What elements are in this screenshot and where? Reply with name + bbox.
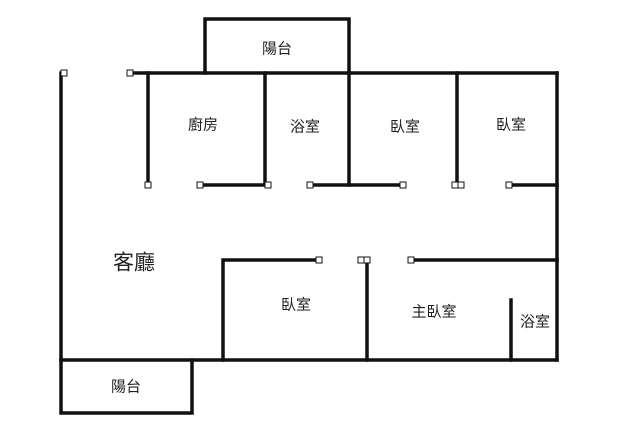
door-jamb-marker (306, 181, 314, 189)
room-label-kitchen: 廚房 (187, 115, 219, 134)
door-jamb-marker (60, 69, 68, 77)
room-label-bathroom-top: 浴室 (289, 117, 321, 136)
door-jamb-marker (457, 181, 465, 189)
door-jamb-marker (451, 181, 459, 189)
door-jamb-marker (357, 256, 365, 264)
door-jamb-marker (144, 181, 152, 189)
door-jamb-marker (407, 256, 415, 264)
door-jamb-marker (315, 256, 323, 264)
wall-balcony-top (203, 17, 351, 75)
room-label-balcony-bottom: 陽台 (110, 377, 142, 396)
room-label-bedroom-top-2: 臥室 (495, 115, 527, 134)
room-label-bedroom-bottom: 臥室 (280, 295, 312, 314)
door-jamb-marker (126, 69, 134, 77)
door-jamb-marker (264, 181, 272, 189)
room-label-living-room: 客廳 (113, 250, 155, 275)
door-jamb-marker (196, 181, 204, 189)
room-label-bathroom-master: 浴室 (519, 312, 551, 331)
wall-bedroom-bottom (221, 258, 321, 362)
room-label-bedroom-top-1: 臥室 (389, 117, 421, 136)
room-label-balcony-top: 陽台 (261, 39, 293, 58)
room-label-master-bedroom: 主臥室 (411, 302, 457, 321)
wall-balcony-bottom (59, 358, 194, 415)
door-jamb-marker (399, 181, 407, 189)
door-jamb-marker (363, 256, 371, 264)
door-jamb-marker (505, 181, 513, 189)
